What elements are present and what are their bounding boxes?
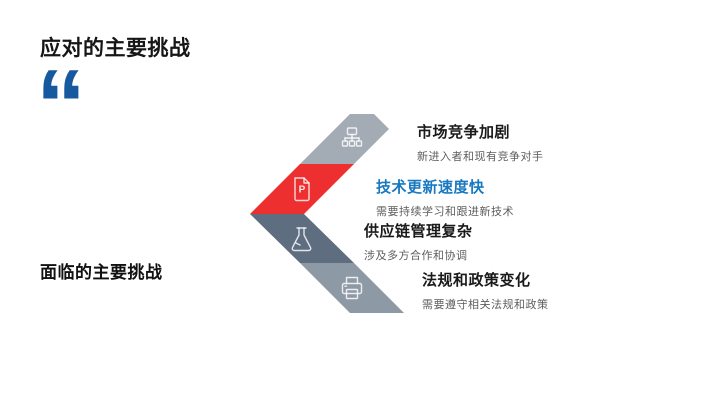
chevron-segment-policy: [300, 263, 404, 313]
challenge-heading: 供应链管理复杂: [364, 223, 473, 240]
chevron-segment-supply: [250, 214, 354, 263]
challenge-subtitle: 需要遵守相关法规和政策: [422, 299, 549, 311]
svg-text:P: P: [299, 185, 306, 196]
org-chart-icon: [341, 127, 363, 147]
challenge-subtitle: 新进入者和现有竞争对手: [417, 151, 544, 163]
footer-title: 面临的主要挑战: [40, 263, 163, 282]
page-title: 应对的主要挑战: [40, 37, 191, 60]
printer-icon: [341, 276, 363, 300]
challenge-heading: 法规和政策变化: [422, 272, 531, 289]
challenge-heading: 市场竞争加剧: [417, 124, 511, 141]
chevron-segment-tech: [250, 164, 354, 214]
document-p-icon: P: [294, 177, 310, 202]
challenge-heading: 技术更新速度快: [376, 179, 485, 196]
challenge-subtitle: 涉及多方合作和协调: [364, 250, 468, 262]
challenge-item-market: 市场竞争加剧 新进入者和现有竞争对手: [417, 121, 544, 164]
challenge-subtitle: 需要持续学习和跟进新技术: [376, 206, 514, 218]
challenge-item-policy: 法规和政策变化 需要遵守相关法规和政策: [422, 269, 549, 312]
challenge-item-supply: 供应链管理复杂 涉及多方合作和协调: [364, 220, 473, 263]
flask-icon: [291, 227, 312, 252]
quote-icon: “: [36, 55, 86, 135]
challenge-item-tech: 技术更新速度快 需要持续学习和跟进新技术: [376, 176, 514, 219]
